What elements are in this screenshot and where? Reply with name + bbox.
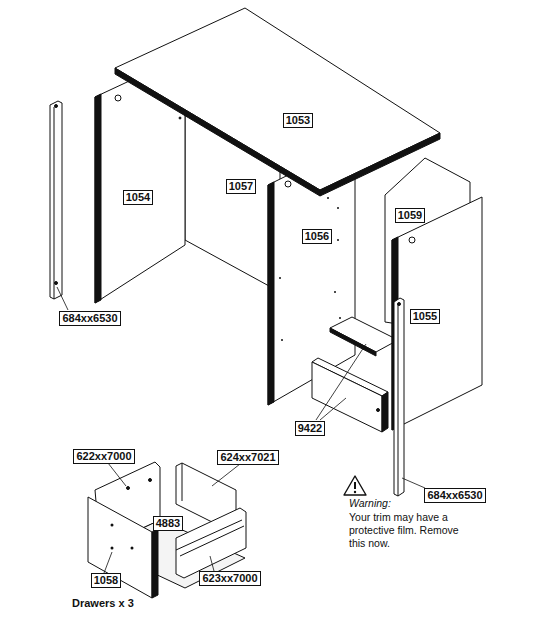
holes [279, 197, 341, 341]
part-number: 4883 [153, 516, 183, 531]
trim-edge [398, 304, 399, 496]
drawer-groove [176, 520, 242, 550]
holes [111, 524, 134, 550]
shelf-edge [330, 328, 376, 356]
part-number: 623xx7000 [199, 571, 260, 586]
part-number: 1053 [283, 113, 313, 128]
part-number: 1054 [123, 190, 153, 205]
top-edge [320, 133, 440, 196]
drawer-count: Drawers x 3 [72, 597, 134, 610]
drawer-front-edge [152, 529, 158, 598]
part-number: 1058 [91, 573, 121, 588]
warning-mark [354, 491, 356, 493]
trim-edge [54, 107, 55, 299]
drawer-front [88, 497, 152, 598]
hole [179, 117, 181, 119]
hole [149, 479, 152, 482]
drawer-groove [180, 526, 244, 556]
part-number: 1056 [302, 229, 332, 244]
part-number: 684xx6530 [59, 311, 120, 326]
warning-mark [354, 482, 356, 489]
part-number: 1055 [410, 309, 440, 324]
warning-triangle [344, 476, 366, 495]
part-number: 1057 [226, 179, 256, 194]
rail-edge [382, 392, 388, 432]
warning-note: Your trim may have a protective film. Re… [349, 511, 459, 550]
hole [398, 303, 401, 306]
panel-edge [268, 182, 274, 405]
part-number: 622xx7000 [73, 449, 134, 464]
hole [127, 487, 130, 490]
part-number: 684xx6530 [424, 488, 485, 503]
hole [55, 105, 58, 108]
hole [285, 181, 291, 187]
drawer-edge [182, 463, 183, 501]
trim [50, 101, 62, 299]
trim [394, 298, 404, 496]
part-number: 1059 [395, 208, 425, 223]
hole [377, 409, 380, 412]
hole [409, 237, 415, 243]
side-panel [392, 197, 482, 430]
part-number: 9422 [295, 421, 325, 436]
warning-heading: Warning: [349, 497, 391, 510]
drawer-side [176, 508, 246, 578]
panel-edge [95, 94, 101, 303]
top-edge [115, 68, 320, 196]
hole [55, 282, 58, 285]
part-number: 624xx7021 [217, 450, 278, 465]
hole [115, 95, 121, 101]
